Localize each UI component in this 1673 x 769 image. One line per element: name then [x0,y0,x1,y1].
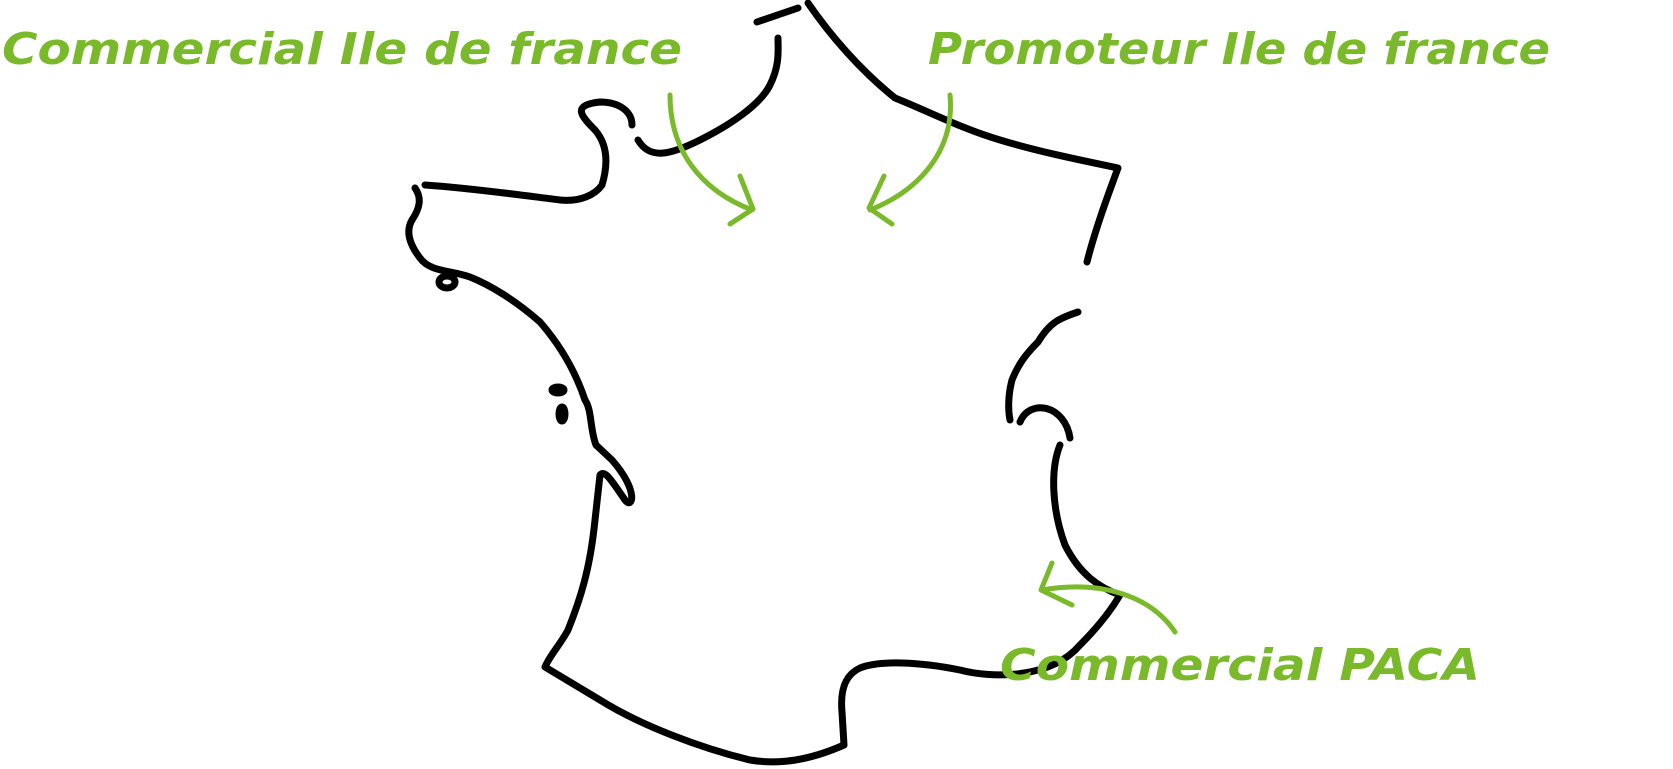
france-outline [405,0,1124,766]
normandy-coast [634,34,782,157]
south-east-border [405,184,1124,766]
label-commercial-ile-de-france: Commercial Ile de france [2,24,682,75]
island-oleron [555,403,569,425]
arrow-commercial-paca [1038,560,1178,635]
north-coast [753,4,802,26]
label-promoteur-ile-de-france: Promoteur Ile de france [928,24,1550,75]
island-belle-ile [435,272,459,292]
arrow-icon [1038,560,1178,635]
arrow-promoteur-idf [866,92,953,227]
france-border [804,0,1122,266]
label-commercial-paca: Commercial PACA [1000,640,1480,691]
alps-border [1016,404,1074,442]
island-re [548,383,568,397]
arrow-icon [667,92,756,227]
brittany-north-coast [421,98,636,204]
arrow-commercial-idf [667,92,756,227]
east-border [1005,308,1082,424]
arrow-icon [866,92,953,227]
